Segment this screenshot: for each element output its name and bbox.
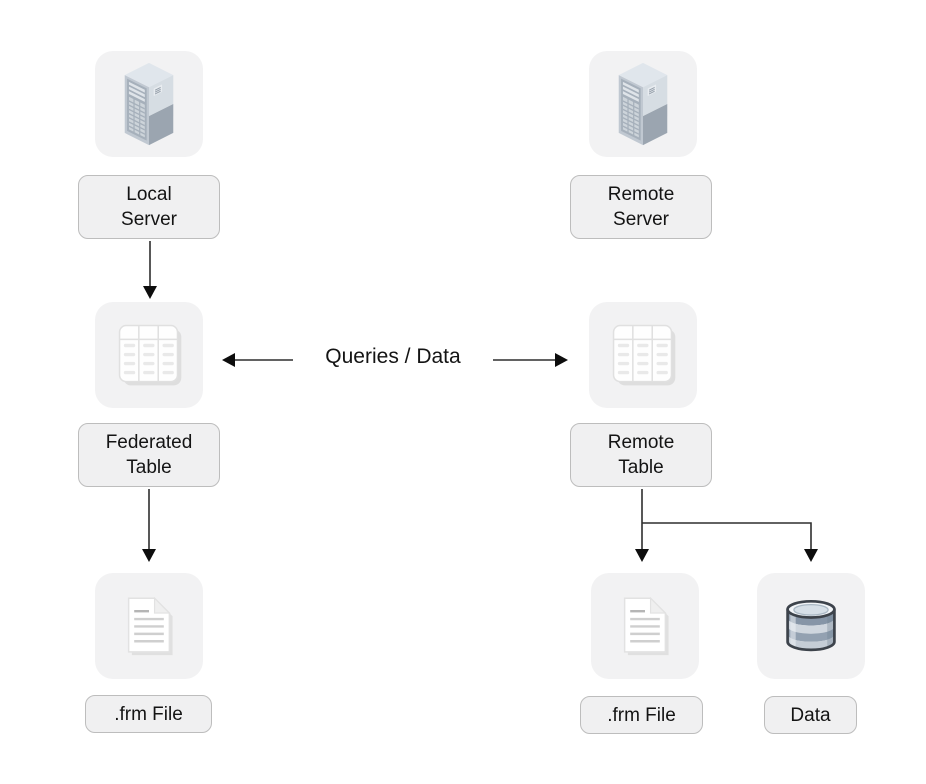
- queries-data-arrow-right: [493, 353, 568, 367]
- federated-table-label: Federated Table: [78, 423, 220, 487]
- data-label: Data: [764, 696, 857, 734]
- table-grid-icon: [118, 324, 182, 386]
- database-icon: [786, 599, 836, 651]
- federated-table-node: [95, 302, 203, 408]
- remote-frm-file-node: [591, 573, 699, 679]
- local-server-label: Local Server: [78, 175, 220, 239]
- arrow-local-server-to-federated-table: [143, 241, 157, 299]
- branch-remote-table-to-frm-and-data: [635, 489, 818, 562]
- local-frm-file-label: .frm File: [85, 695, 212, 733]
- queries-data-arrow-left: [222, 353, 293, 367]
- remote-frm-file-label: .frm File: [580, 696, 703, 734]
- local-server-node: [95, 51, 203, 157]
- remote-data-node: [757, 573, 865, 679]
- table-grid-icon: [612, 324, 676, 386]
- remote-table-node: [589, 302, 697, 408]
- document-icon: [127, 596, 173, 656]
- server-tower-icon: [618, 62, 668, 146]
- document-icon: [623, 596, 669, 656]
- remote-server-label: Remote Server: [570, 175, 712, 239]
- arrow-federated-table-to-frm-file: [142, 489, 156, 562]
- queries-data-label: Queries / Data: [325, 345, 461, 368]
- local-frm-file-node: [95, 573, 203, 679]
- remote-table-label: Remote Table: [570, 423, 712, 487]
- remote-server-node: [589, 51, 697, 157]
- server-tower-icon: [124, 62, 174, 146]
